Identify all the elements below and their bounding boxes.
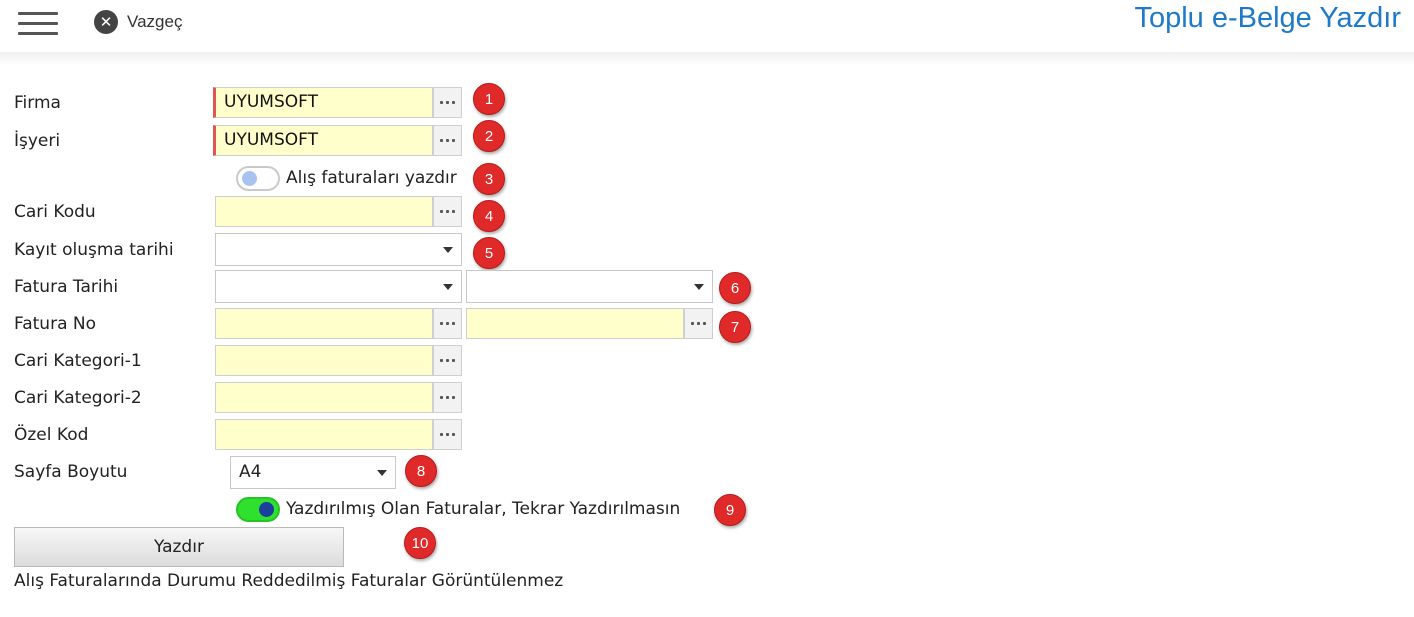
cari-kategori-1-lookup-button[interactable] <box>433 345 462 376</box>
sayfa-boyutu-select[interactable]: A4 <box>230 456 396 489</box>
cancel-label: Vazgeç <box>127 12 183 31</box>
fatura-no-to-input[interactable] <box>466 308 684 339</box>
ozel-kod-input[interactable] <box>215 419 433 450</box>
ozel-kod-label: Özel Kod <box>14 425 89 445</box>
badge-8: 8 <box>405 455 437 487</box>
tekrar-yazdirma-toggle[interactable] <box>236 497 280 522</box>
info-note: Alış Faturalarında Durumu Reddedilmiş Fa… <box>14 571 564 591</box>
fatura-no-to-lookup-button[interactable] <box>684 308 713 339</box>
badge-4: 4 <box>473 200 505 232</box>
cari-kodu-lookup-button[interactable] <box>433 196 462 227</box>
tekrar-yazdirma-label: Yazdırılmış Olan Faturalar, Tekrar Yazdı… <box>286 499 681 519</box>
badge-1: 1 <box>473 83 505 115</box>
badge-6: 6 <box>719 272 751 304</box>
top-bar-shadow <box>0 52 1414 66</box>
cari-kategori-1-label: Cari Kategori-1 <box>14 351 142 371</box>
firma-input[interactable]: UYUMSOFT <box>213 87 433 118</box>
kayit-tarihi-select[interactable] <box>215 233 462 266</box>
ozel-kod-lookup-button[interactable] <box>433 419 462 450</box>
fatura-no-from-input[interactable] <box>215 308 433 339</box>
sayfa-boyutu-label: Sayfa Boyutu <box>14 462 128 482</box>
alis-faturalari-label: Alış faturaları yazdır <box>286 168 457 188</box>
badge-9: 9 <box>714 494 746 526</box>
cari-kodu-label: Cari Kodu <box>14 202 96 222</box>
chevron-down-icon <box>443 247 453 253</box>
close-icon: ✕ <box>94 10 118 34</box>
fatura-tarihi-from-select[interactable] <box>215 270 462 303</box>
fatura-tarihi-label: Fatura Tarihi <box>14 277 119 297</box>
print-button[interactable]: Yazdır <box>14 527 344 567</box>
fatura-no-from-lookup-button[interactable] <box>433 308 462 339</box>
firma-label: Firma <box>14 93 61 113</box>
kayit-tarihi-label: Kayıt oluşma tarihi <box>14 240 174 260</box>
cari-kategori-2-lookup-button[interactable] <box>433 382 462 413</box>
chevron-down-icon <box>694 284 704 290</box>
alis-faturalari-toggle[interactable] <box>236 166 280 191</box>
cari-kodu-input[interactable] <box>215 196 433 227</box>
chevron-down-icon <box>377 470 387 476</box>
badge-3: 3 <box>473 163 505 195</box>
menu-icon[interactable] <box>18 10 58 38</box>
badge-10: 10 <box>404 527 436 559</box>
badge-5: 5 <box>473 237 505 269</box>
badge-7: 7 <box>719 311 751 343</box>
toggle-knob <box>242 171 257 186</box>
firma-lookup-button[interactable] <box>433 87 462 118</box>
cari-kategori-2-input[interactable] <box>215 382 433 413</box>
isyeri-label: İşyeri <box>14 131 61 151</box>
fatura-tarihi-to-select[interactable] <box>466 270 713 303</box>
fatura-no-label: Fatura No <box>14 314 97 334</box>
toggle-knob <box>259 502 274 517</box>
sayfa-boyutu-value: A4 <box>239 462 262 482</box>
badge-2: 2 <box>473 120 505 152</box>
top-bar <box>0 0 1414 52</box>
page-title: Toplu e-Belge Yazdır <box>1134 2 1401 34</box>
chevron-down-icon <box>443 284 453 290</box>
isyeri-lookup-button[interactable] <box>433 125 462 156</box>
cancel-button[interactable]: ✕ Vazgeç <box>94 9 182 35</box>
isyeri-input[interactable]: UYUMSOFT <box>213 125 433 156</box>
cari-kategori-1-input[interactable] <box>215 345 433 376</box>
cari-kategori-2-label: Cari Kategori-2 <box>14 388 142 408</box>
